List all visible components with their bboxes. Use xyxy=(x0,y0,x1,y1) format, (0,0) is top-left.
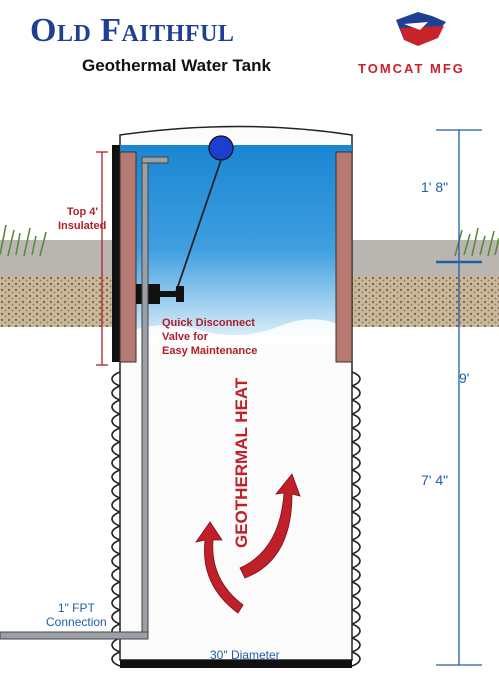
rib xyxy=(111,427,121,443)
geothermal-heat-label: GEOTHERMAL HEAT xyxy=(232,377,251,548)
rib xyxy=(351,371,361,387)
insulation-left xyxy=(119,151,137,363)
rib xyxy=(351,399,361,415)
water-level xyxy=(120,145,352,335)
insulated-label-line2: Insulated xyxy=(58,220,107,232)
rib xyxy=(111,567,121,583)
grass-left xyxy=(0,224,47,257)
rib xyxy=(351,581,361,597)
insulated-label: Top 4' Insulated xyxy=(58,205,107,233)
rib xyxy=(111,609,121,625)
rib xyxy=(351,385,361,401)
rib xyxy=(351,651,361,667)
insulation-right xyxy=(335,151,353,363)
heat-arrows xyxy=(195,473,301,614)
rib xyxy=(351,469,361,485)
tank xyxy=(111,125,361,668)
tank-base xyxy=(120,660,352,668)
valve-label-line3: Easy Maintenance xyxy=(162,345,258,357)
rib xyxy=(351,595,361,611)
rib xyxy=(111,413,121,429)
float-ball xyxy=(208,135,234,161)
rib xyxy=(111,511,121,527)
rib xyxy=(351,637,361,653)
rib xyxy=(351,497,361,513)
rib xyxy=(111,525,121,541)
valve-label: Quick Disconnect Valve for Easy Maintena… xyxy=(162,316,257,358)
rib xyxy=(111,469,121,485)
rib xyxy=(351,441,361,457)
rib xyxy=(351,483,361,499)
rib xyxy=(111,595,121,611)
dimension-top-label: 1' 8" xyxy=(421,179,449,195)
rib xyxy=(351,539,361,555)
fill-pipe xyxy=(0,156,169,640)
connection-label: 1" FPT Connection xyxy=(46,601,107,629)
float-arm xyxy=(175,159,222,293)
connection-label-line2: Connection xyxy=(46,615,107,629)
rib xyxy=(351,455,361,471)
rib xyxy=(111,385,121,401)
rib xyxy=(351,623,361,639)
diameter-label: 30" Diameter xyxy=(210,648,280,662)
tank-corrugation-left xyxy=(111,371,121,667)
valve-label-line2: Valve for xyxy=(162,331,208,343)
rib xyxy=(351,427,361,443)
rib xyxy=(111,497,121,513)
rib xyxy=(351,413,361,429)
rib xyxy=(351,525,361,541)
rib xyxy=(351,609,361,625)
rib xyxy=(111,553,121,569)
rib xyxy=(111,441,121,457)
valve-label-line1: Quick Disconnect xyxy=(162,317,255,329)
rib xyxy=(111,637,121,653)
insulated-bracket xyxy=(96,151,108,366)
connection-label-line1: 1" FPT xyxy=(57,601,95,615)
page-subtitle: Geothermal Water Tank xyxy=(82,56,271,75)
rib xyxy=(111,399,121,415)
tomcat-flag-logo-icon xyxy=(396,12,446,46)
dimension-total-label: 9' xyxy=(459,370,470,386)
rib xyxy=(111,455,121,471)
heat-arrow-left-icon xyxy=(195,521,244,614)
rib xyxy=(351,511,361,527)
tank-corrugation-right xyxy=(351,371,361,667)
insulated-label-line1: Top 4' xyxy=(66,206,98,218)
page-title: Old Faithful xyxy=(30,12,235,49)
rib xyxy=(111,651,121,667)
rib xyxy=(351,567,361,583)
dimension-lines xyxy=(436,129,482,666)
rib xyxy=(111,581,121,597)
rib xyxy=(111,371,121,387)
dimension-bottom-label: 7' 4" xyxy=(421,472,449,488)
brand-name: TOMCAT MFG xyxy=(358,61,465,76)
rib xyxy=(351,553,361,569)
rib xyxy=(111,483,121,499)
heat-arrow-right-icon xyxy=(239,473,301,579)
rib xyxy=(111,539,121,555)
